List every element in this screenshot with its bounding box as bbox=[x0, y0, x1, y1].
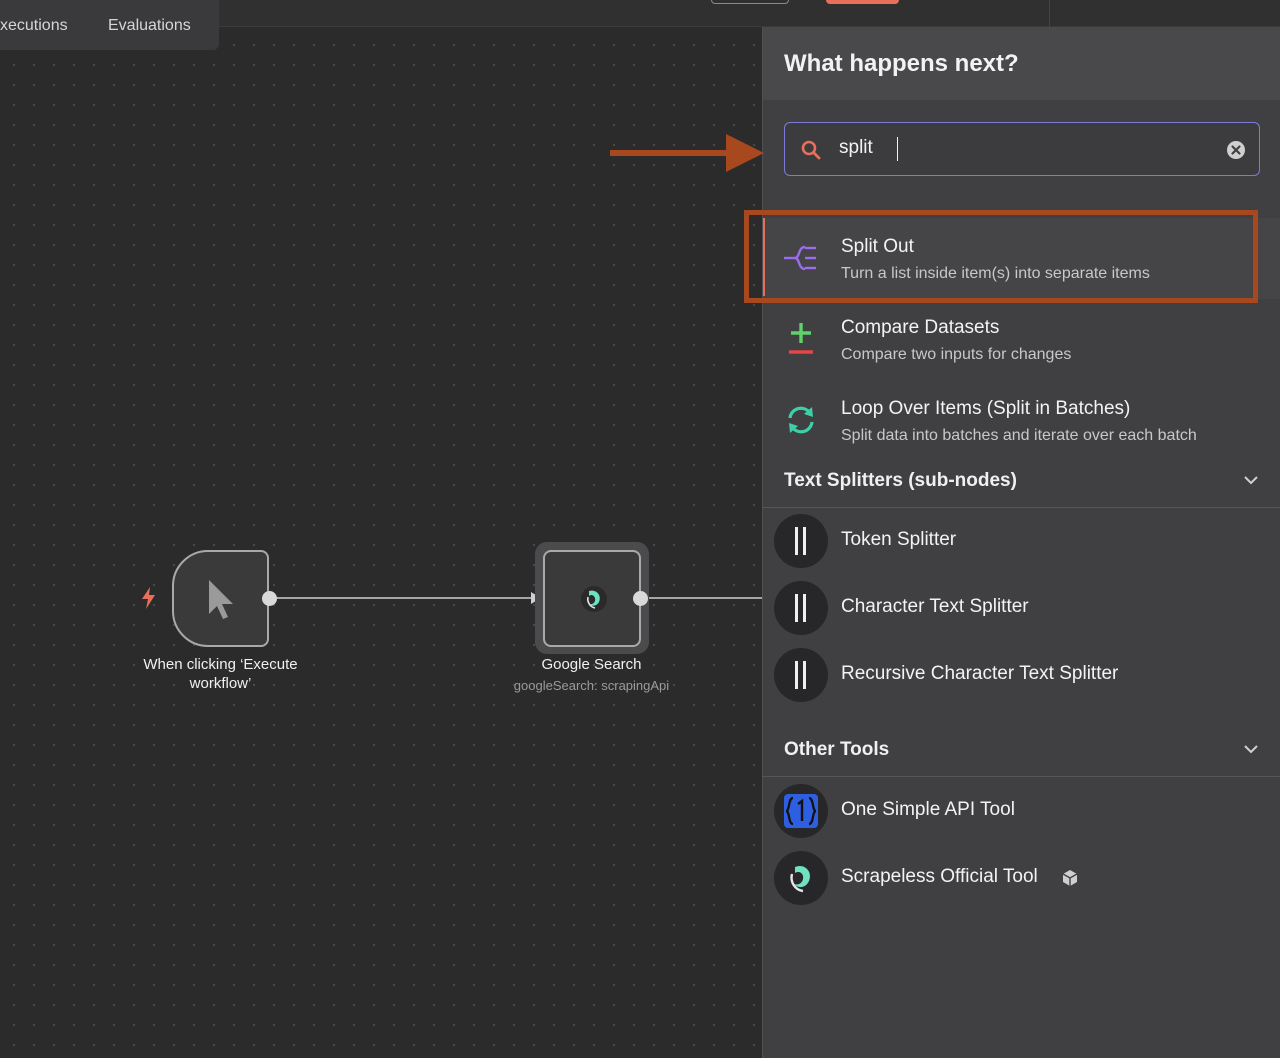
search-icon bbox=[801, 140, 821, 160]
chevron-down-icon[interactable] bbox=[1243, 474, 1259, 486]
result-description: Compare two inputs for changes bbox=[841, 346, 1072, 363]
result-compare-datasets[interactable]: Compare Datasets Compare two inputs for … bbox=[763, 299, 1280, 380]
lightning-icon bbox=[142, 587, 155, 609]
trigger-node-label: When clicking ‘Execute workflow’ bbox=[143, 656, 298, 692]
sub-item-label: One Simple API Tool bbox=[841, 799, 1015, 820]
result-description: Turn a list inside item(s) into separate… bbox=[841, 265, 1150, 282]
gsearch-node-sublabel: googleSearch: scrapingApi bbox=[513, 678, 670, 693]
panel-title: What happens next? bbox=[784, 50, 1019, 77]
clear-search-icon[interactable] bbox=[1225, 139, 1247, 161]
annotation-arrow-icon bbox=[610, 134, 764, 172]
node-creator-panel: What happens next? Split Out Turn a list… bbox=[762, 27, 1280, 1058]
compare-datasets-icon bbox=[789, 323, 813, 354]
splitter-icon bbox=[774, 581, 828, 635]
sub-item-label: Token Splitter bbox=[841, 529, 957, 550]
sub-item-one-simple-api-tool[interactable]: One Simple API Tool bbox=[763, 777, 1280, 844]
result-title: Compare Datasets bbox=[841, 317, 1000, 338]
workflow-canvas[interactable]: When clicking ‘Execute workflow’ Google … bbox=[0, 27, 762, 1058]
scrapeless-logo-icon bbox=[581, 586, 607, 612]
tab-evaluations[interactable]: Evaluations bbox=[108, 17, 191, 34]
sub-item-scrapeless-official-tool[interactable]: Scrapeless Official Tool bbox=[763, 844, 1280, 911]
top-divider bbox=[1049, 0, 1050, 27]
workflow-tabs: xecutions Evaluations bbox=[0, 0, 219, 50]
splitter-icon bbox=[774, 514, 828, 568]
search-input[interactable] bbox=[839, 137, 1199, 159]
sub-item-label: Scrapeless Official Tool bbox=[841, 866, 1038, 887]
splitter-icon bbox=[774, 648, 828, 702]
section-title: Text Splitters (sub-nodes) bbox=[784, 470, 1017, 491]
split-out-icon bbox=[784, 245, 816, 271]
loop-icon bbox=[788, 406, 814, 434]
sub-item-recursive-character-text-splitter[interactable]: Recursive Character Text Splitter bbox=[763, 641, 1280, 708]
result-loop-over-items[interactable]: Loop Over Items (Split in Batches) Split… bbox=[763, 380, 1280, 461]
section-text-splitters[interactable]: Text Splitters (sub-nodes) bbox=[763, 456, 1280, 508]
text-caret bbox=[897, 137, 898, 161]
tab-executions[interactable]: xecutions bbox=[0, 17, 68, 34]
one-simple-api-icon bbox=[774, 784, 828, 838]
annotation-highlight-box bbox=[744, 210, 1258, 303]
sub-item-token-splitter[interactable]: Token Splitter bbox=[763, 507, 1280, 574]
result-description: Split data into batches and iterate over… bbox=[841, 427, 1197, 444]
result-title: Loop Over Items (Split in Batches) bbox=[841, 398, 1131, 419]
google-search-node[interactable] bbox=[543, 550, 641, 647]
trigger-node[interactable] bbox=[172, 550, 269, 647]
sub-item-label: Recursive Character Text Splitter bbox=[841, 663, 1119, 684]
selected-indicator bbox=[763, 218, 765, 296]
top-secondary-button[interactable] bbox=[711, 0, 789, 4]
pointer-icon bbox=[209, 580, 233, 619]
gsearch-node-label: Google Search bbox=[541, 656, 642, 673]
top-primary-button[interactable] bbox=[826, 0, 899, 4]
node-search-box[interactable] bbox=[784, 122, 1260, 176]
section-other-tools[interactable]: Other Tools bbox=[763, 725, 1280, 777]
connections-layer bbox=[269, 591, 762, 605]
trigger-output-handle[interactable] bbox=[261, 590, 278, 607]
panel-header: What happens next? bbox=[763, 27, 1280, 100]
result-split-out[interactable]: Split Out Turn a list inside item(s) int… bbox=[763, 218, 1280, 299]
section-title: Other Tools bbox=[784, 739, 890, 760]
sub-item-character-text-splitter[interactable]: Character Text Splitter bbox=[763, 574, 1280, 641]
gsearch-output-handle[interactable] bbox=[632, 590, 649, 607]
result-title: Split Out bbox=[841, 236, 914, 257]
scrapeless-logo-icon bbox=[774, 851, 828, 905]
chevron-down-icon[interactable] bbox=[1243, 743, 1259, 755]
community-node-icon bbox=[1062, 870, 1078, 886]
sub-item-label: Character Text Splitter bbox=[841, 596, 1029, 617]
